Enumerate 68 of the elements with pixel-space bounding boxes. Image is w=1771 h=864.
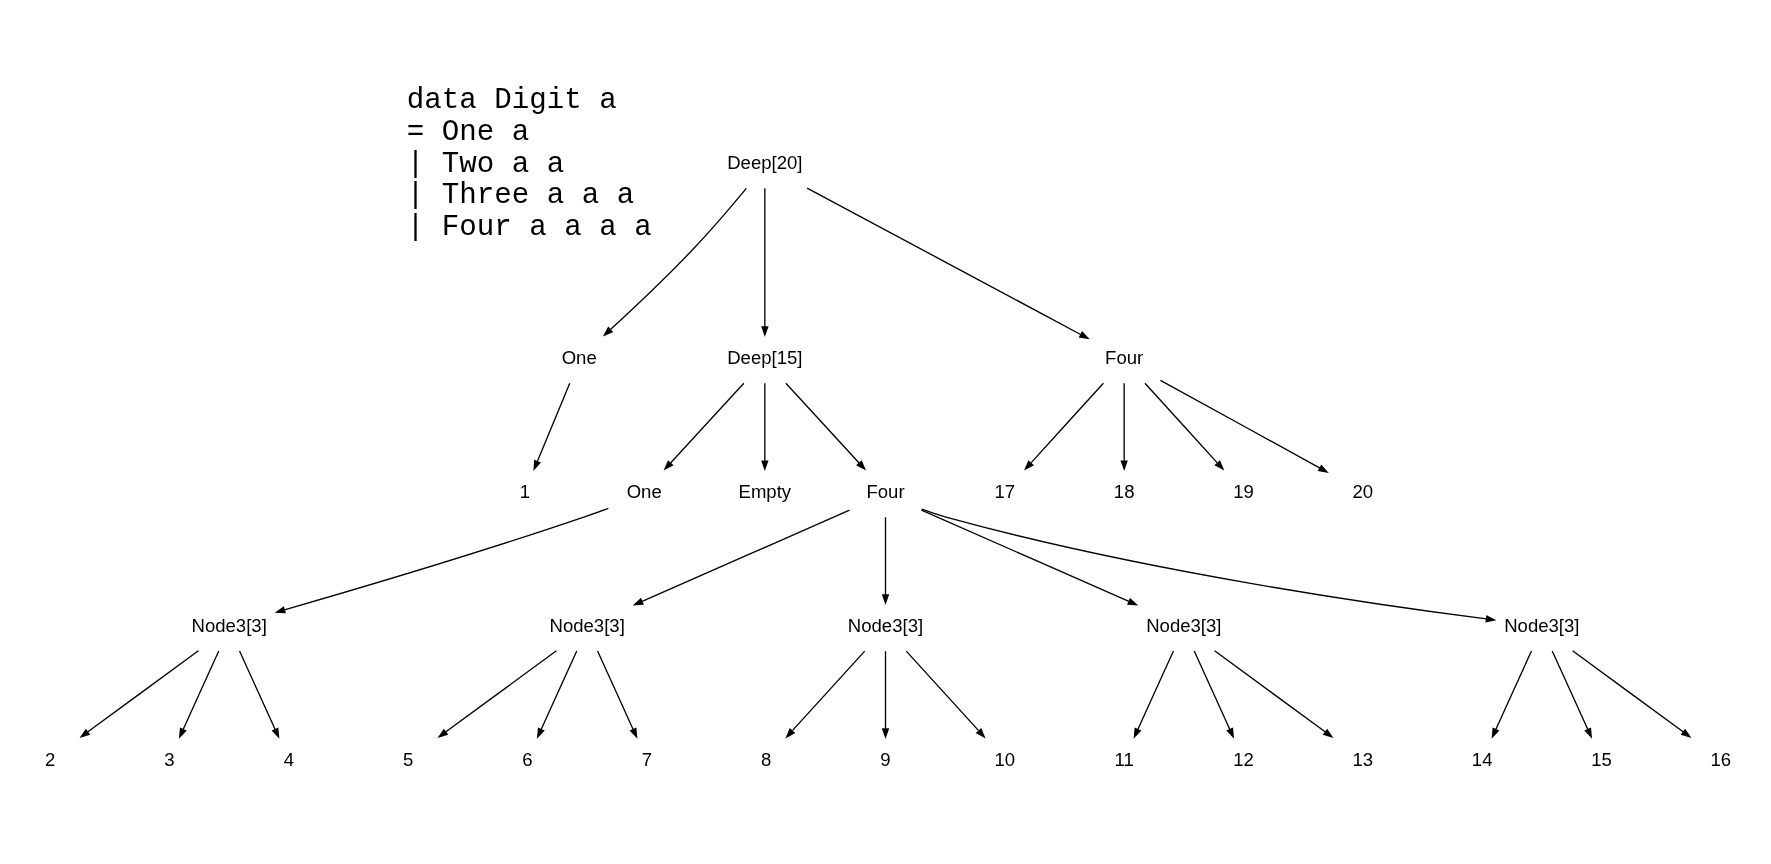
node-text: 20 bbox=[1352, 480, 1374, 502]
arrow bbox=[1193, 650, 1235, 739]
node-text: 19 bbox=[1233, 480, 1254, 502]
arrow bbox=[238, 650, 280, 739]
arrow bbox=[1213, 650, 1334, 738]
node-text: 13 bbox=[1352, 748, 1374, 770]
arrow bbox=[1120, 382, 1128, 472]
node-text: 2 bbox=[45, 748, 56, 770]
arrow bbox=[663, 382, 745, 471]
arrow bbox=[1144, 382, 1225, 471]
arrow bbox=[1551, 650, 1593, 739]
node-text: 5 bbox=[403, 748, 414, 770]
node-text: 14 bbox=[1471, 748, 1493, 770]
node-text: 1 bbox=[519, 480, 531, 502]
arrow bbox=[602, 187, 747, 337]
arrow bbox=[881, 650, 890, 739]
arrow bbox=[806, 187, 1090, 340]
label: = One a bbox=[406, 115, 530, 149]
node-text: 15 bbox=[1591, 748, 1612, 770]
node-text: Node3[3] bbox=[549, 614, 625, 636]
arrow bbox=[1159, 379, 1329, 473]
node-text: 9 bbox=[880, 748, 891, 770]
arrow bbox=[1133, 650, 1175, 739]
arrow bbox=[79, 650, 200, 738]
node-text: Four bbox=[1105, 346, 1144, 368]
node-text: Node3[3] bbox=[1146, 614, 1222, 636]
node-text: Empty bbox=[738, 480, 792, 502]
arrow bbox=[596, 650, 638, 739]
arrow bbox=[761, 382, 769, 472]
node-text: Node3[3] bbox=[191, 614, 267, 636]
node-text: One bbox=[626, 480, 662, 502]
node-text: 16 bbox=[1710, 748, 1732, 770]
arrow bbox=[920, 509, 1139, 606]
node-text: 17 bbox=[994, 480, 1016, 502]
label: | Two a a bbox=[406, 147, 565, 181]
node-text: 7 bbox=[641, 748, 652, 770]
node-text: Deep[15] bbox=[727, 346, 803, 368]
node-text: 3 bbox=[164, 748, 175, 770]
arrow bbox=[1491, 650, 1533, 739]
arrow bbox=[632, 509, 851, 606]
arrow bbox=[1571, 650, 1692, 738]
node-text: 6 bbox=[522, 748, 533, 770]
arrow bbox=[533, 382, 571, 471]
node-text: 4 bbox=[283, 748, 294, 770]
arrow bbox=[921, 508, 1497, 623]
arrow bbox=[905, 650, 986, 739]
label: data Digit a bbox=[406, 83, 617, 117]
arrow bbox=[761, 187, 769, 337]
arrow bbox=[274, 507, 609, 614]
arrow bbox=[178, 650, 220, 739]
node-text: Deep[20] bbox=[727, 152, 803, 174]
node-text: 18 bbox=[1113, 480, 1135, 502]
arrow bbox=[785, 650, 866, 739]
node-text: Node3[3] bbox=[1504, 614, 1580, 636]
node-text: 11 bbox=[1114, 748, 1134, 770]
label: | Four a a a a bbox=[406, 211, 652, 245]
node-text: 8 bbox=[761, 748, 772, 770]
arrow bbox=[437, 650, 558, 738]
label: | Three a a a bbox=[406, 179, 635, 213]
arrow bbox=[536, 650, 578, 739]
node-text: Four bbox=[866, 480, 905, 502]
arrow bbox=[785, 382, 867, 471]
node-text: Node3[3] bbox=[847, 614, 924, 636]
node-text: 10 bbox=[994, 748, 1016, 770]
arrow bbox=[1024, 382, 1105, 471]
node-text: One bbox=[561, 346, 597, 368]
node-text: 12 bbox=[1233, 748, 1254, 770]
arrow bbox=[881, 516, 890, 605]
